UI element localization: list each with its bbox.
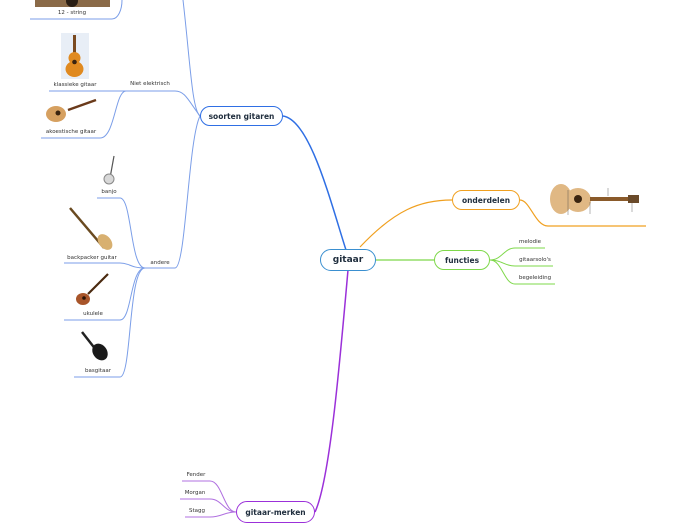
item-akoestische-gitaar[interactable]: akoestische gitaar xyxy=(45,129,97,135)
item-gitaarsolos[interactable]: gitaarsolo's xyxy=(519,257,551,263)
item-banjo[interactable]: banjo xyxy=(101,189,117,195)
bass-guitar-image xyxy=(81,331,108,361)
item-begeleiding[interactable]: begeleiding xyxy=(518,275,552,281)
acoustic-guitar-image xyxy=(46,98,97,122)
branch-soorten-gitaren[interactable]: soorten gitaren xyxy=(200,106,283,126)
item-stagg[interactable]: Stagg xyxy=(188,508,206,514)
classical-guitar-image xyxy=(61,33,89,79)
item-12-string[interactable]: 12 - string xyxy=(57,10,87,16)
item-melodie[interactable]: melodie xyxy=(518,239,542,245)
branch-functies[interactable]: functies xyxy=(434,250,490,270)
backpacker-guitar-image xyxy=(69,207,113,250)
twelve-string-guitar-image xyxy=(35,0,110,7)
branch-onderdelen[interactable]: onderdelen xyxy=(452,190,520,210)
guitar-parts-image xyxy=(550,184,639,215)
banjo-image xyxy=(103,155,115,185)
item-basgitaar[interactable]: basgitaar xyxy=(85,368,111,374)
group-andere[interactable]: andere xyxy=(150,260,170,266)
item-klassieke-gitaar[interactable]: klassieke gitaar xyxy=(53,82,97,88)
item-backpacker-guitar[interactable]: backpacker guitar xyxy=(67,255,117,261)
group-niet-elektrisch[interactable]: Niet elektrisch xyxy=(130,81,170,87)
item-fender[interactable]: Fender xyxy=(186,472,206,478)
item-ukulele[interactable]: ukulele xyxy=(83,311,103,317)
ukulele-image xyxy=(76,273,109,305)
root-node[interactable]: gitaar xyxy=(320,249,376,271)
item-morgan[interactable]: Morgan xyxy=(184,490,206,496)
